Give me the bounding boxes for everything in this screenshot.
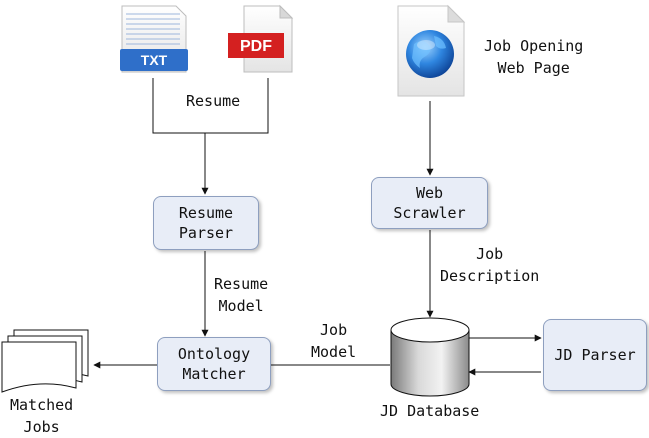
jd-parser-label: JD Parser bbox=[554, 346, 636, 364]
ontology-matcher-label-line2: Matcher bbox=[182, 365, 246, 383]
resume-bracket-connector bbox=[152, 78, 269, 134]
jd-parser-box: JD Parser bbox=[543, 319, 647, 391]
resume-parser-label-line2: Parser bbox=[178, 224, 234, 242]
ontology-matcher-box: Ontology Matcher bbox=[157, 337, 271, 391]
job-model-label: Job Model bbox=[311, 321, 357, 361]
matched-jobs-label: Matched Jobs bbox=[10, 396, 74, 436]
web-page-globe-icon bbox=[397, 4, 466, 97]
resume-parser-label-line1: Resume bbox=[178, 204, 234, 222]
resume-parser-box: Resume Parser bbox=[153, 196, 259, 250]
ontology-matcher-label-line1: Ontology bbox=[177, 345, 251, 363]
document-stack-icon bbox=[1, 329, 89, 393]
pdf-badge: PDF bbox=[240, 38, 272, 55]
job-opening-label: Job Opening Web Page bbox=[484, 37, 584, 77]
job-description-label: Job Description bbox=[440, 245, 540, 285]
jd-database-label: JD Database bbox=[380, 402, 480, 420]
txt-file-icon: TXT bbox=[120, 5, 188, 73]
resume-model-label: Resume Model bbox=[214, 275, 269, 315]
pdf-file-icon: PDF bbox=[228, 4, 294, 73]
txt-badge: TXT bbox=[141, 52, 168, 68]
web-scrawler-box: Web Scrawler bbox=[371, 177, 488, 229]
resume-label: Resume bbox=[186, 92, 241, 110]
web-scrawler-label-line1: Web bbox=[415, 184, 444, 202]
web-scrawler-label-line2: Scrawler bbox=[393, 204, 466, 222]
database-cylinder-icon bbox=[390, 317, 470, 397]
